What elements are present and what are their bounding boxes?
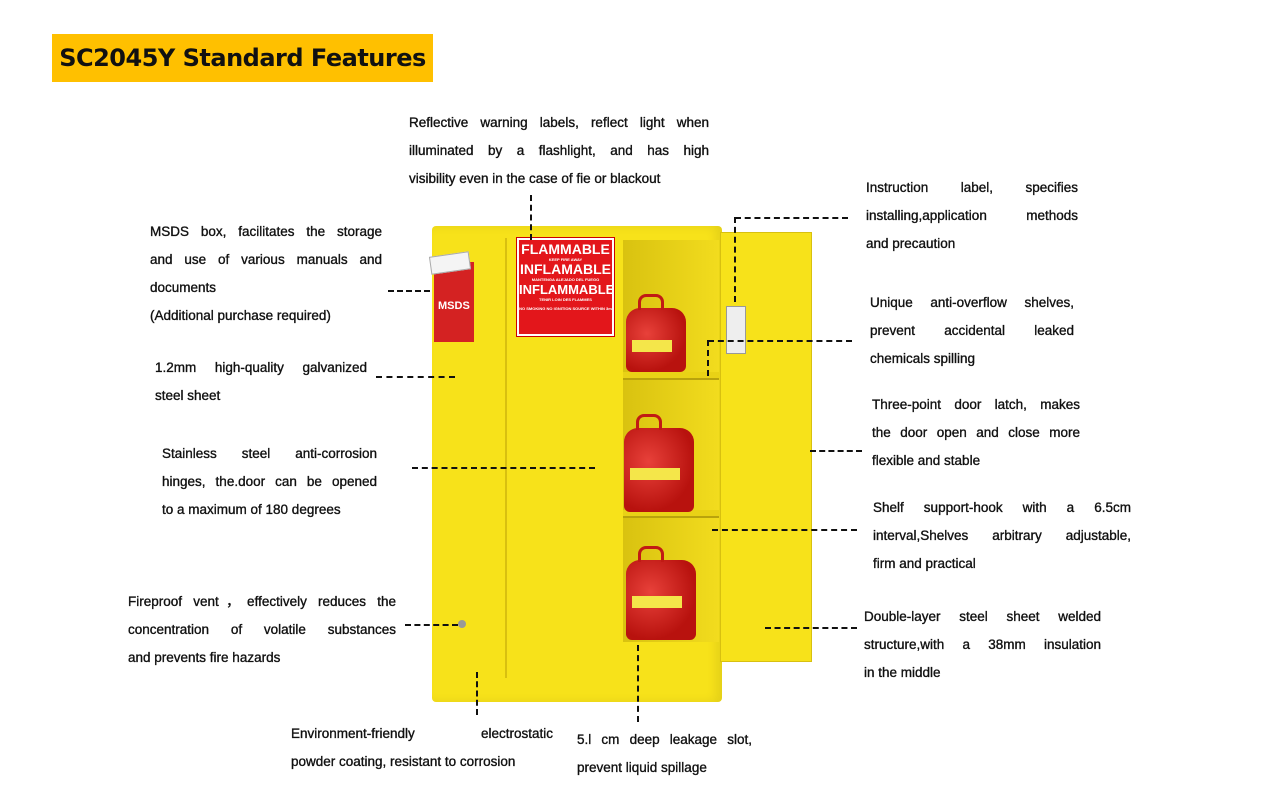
leader-line: [765, 627, 857, 629]
label-sub: TENIR LOIN DES FLAMMES: [539, 297, 592, 302]
red-can: [626, 546, 696, 640]
note-line: Shelf support-hook with a 6.5cm: [873, 500, 1131, 515]
note-line: prevent liquid spillage: [577, 760, 707, 775]
leader-line: [734, 217, 736, 302]
label-sub: KEEP FIRE AWAY: [548, 257, 583, 262]
leader-line: [412, 467, 595, 469]
note-line: installing,application methods: [866, 208, 1078, 223]
note-line: steel sheet: [155, 388, 221, 403]
leader-line: [388, 290, 430, 292]
door-edge: [505, 238, 507, 678]
note-line: Environment-friendly electrostatic: [291, 726, 553, 741]
leader-line: [712, 529, 857, 531]
note-line: flexible and stable: [872, 453, 981, 468]
note-line: documents: [150, 280, 217, 295]
note-line: Unique anti-overflow shelves,: [870, 295, 1074, 310]
note-line: powder coating, resistant to corrosion: [291, 754, 516, 769]
note-line: prevent accidental leaked: [870, 323, 1074, 338]
note-door-latch: Three-point door latch, makes the door o…: [872, 391, 1080, 475]
vent-icon: [458, 620, 466, 628]
leader-line: [376, 376, 455, 378]
shelf-lower: [623, 510, 719, 518]
note-line: hinges, the.door can be opened: [162, 474, 377, 489]
leader-line: [476, 672, 478, 715]
note-line: Stainless steel anti-corrosion: [162, 446, 377, 461]
note-line: and use of various manuals and: [150, 252, 382, 267]
note-line: MSDS box, facilitates the storage: [150, 224, 382, 239]
note-line: structure,with a 38mm insulation: [864, 637, 1101, 652]
note-hinges: Stainless steel anti-corrosion hinges, t…: [162, 440, 377, 524]
label-warning: NO SMOKING NO IGNITION SOURCE WITHIN 3m: [519, 306, 612, 311]
instruction-label: [726, 306, 746, 354]
note-line: chemicals spilling: [870, 351, 976, 366]
note-msds-box: MSDS box, facilitates the storage and us…: [150, 218, 382, 330]
note-line: and prevents fire hazards: [128, 650, 281, 665]
note-line: interval,Shelves arbitrary adjustable,: [873, 528, 1131, 543]
msds-box-label: MSDS: [438, 300, 470, 312]
label-flammable: FLAMMABLE: [521, 241, 610, 257]
note-steel-sheet: 1.2mm high-quality galvanized steel shee…: [155, 354, 367, 410]
note-line: Three-point door latch, makes: [872, 397, 1080, 412]
note-reflective-labels: Reflective warning labels, reflect light…: [409, 109, 709, 193]
note-line: in the middle: [864, 665, 941, 680]
note-instruction-label: Instruction label, specifies installing,…: [866, 174, 1078, 258]
leader-line: [530, 195, 532, 240]
note-line: Reflective warning labels, reflect light…: [409, 115, 709, 130]
note-line: 1.2mm high-quality galvanized: [155, 360, 367, 375]
leader-line: [405, 624, 458, 626]
note-leakage-slot: 5.l cm deep leakage slot, prevent liquid…: [577, 726, 752, 782]
note-line: the door open and close more: [872, 425, 1080, 440]
label-inflamable: INFLAMABLE: [520, 261, 611, 277]
label-inflammable: INFLAMMABLE: [519, 282, 615, 297]
note-line: Fireproof vent，effectively reduces the: [128, 594, 396, 609]
note-line: 5.l cm deep leakage slot,: [577, 732, 752, 747]
leader-line: [735, 217, 848, 219]
red-can: [626, 294, 686, 372]
page-title: SC2045Y Standard Features: [52, 34, 433, 82]
note-shelves: Unique anti-overflow shelves, prevent ac…: [870, 289, 1074, 373]
note-shelf-hook: Shelf support-hook with a 6.5cm interval…: [873, 494, 1131, 578]
note-double-layer: Double-layer steel sheet welded structur…: [864, 603, 1101, 687]
label-sub: MANTENGA ALEJADO DEL FUEGO: [531, 277, 600, 282]
shelf-upper: [623, 372, 719, 380]
note-line: illuminated by a flashlight, and has hig…: [409, 143, 709, 158]
note-fireproof-vent: Fireproof vent，effectively reduces the c…: [128, 588, 396, 672]
note-line: visibility even in the case of fie or bl…: [409, 171, 661, 186]
warning-label: FLAMMABLE KEEP FIRE AWAY INFLAMABLE MANT…: [516, 237, 615, 337]
leader-line: [707, 340, 709, 376]
note-line: concentration of volatile substances: [128, 622, 396, 637]
note-line: Instruction label, specifies: [866, 180, 1078, 195]
note-powder-coating: Environment-friendly electrostatic powde…: [291, 720, 553, 776]
note-line: and precaution: [866, 236, 956, 251]
note-line: to a maximum of 180 degrees: [162, 502, 341, 517]
note-line: firm and practical: [873, 556, 976, 571]
open-door[interactable]: [720, 232, 812, 662]
leader-line: [708, 340, 852, 342]
msds-box[interactable]: MSDS: [428, 251, 474, 342]
leader-line: [637, 645, 639, 722]
note-line: (Additional purchase required): [150, 308, 331, 323]
leader-line: [810, 450, 862, 452]
note-line: Double-layer steel sheet welded: [864, 609, 1101, 624]
red-can: [624, 414, 694, 512]
